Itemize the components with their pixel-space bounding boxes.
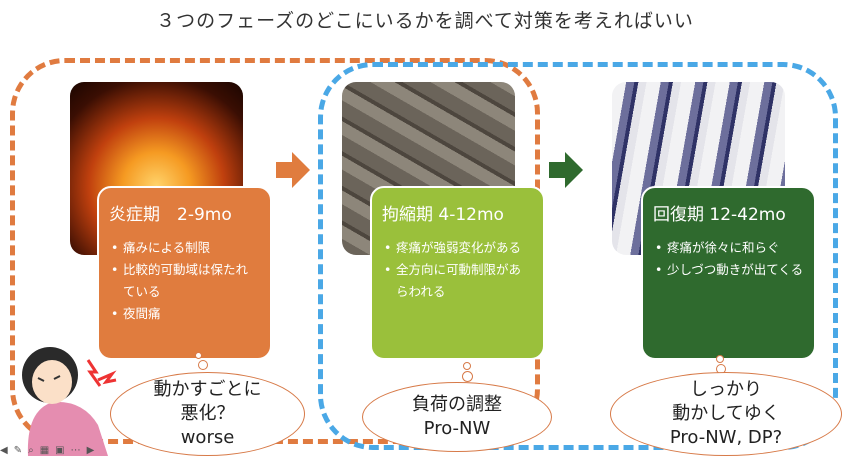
cloud-line: 動かしてゆく xyxy=(672,403,780,424)
zoom-button[interactable]: ⌕ xyxy=(28,445,34,456)
cloud-line: 動かすごとに xyxy=(153,379,262,400)
presentation-toolbar: ◀ ✎ ⌕ ▦ ▣ ⋯ ▶ xyxy=(0,445,94,456)
screen-button[interactable]: ▣ xyxy=(55,445,65,456)
slides-grid-button[interactable]: ▦ xyxy=(39,445,50,456)
bullet: 夜間痛 xyxy=(109,303,260,325)
pen-tool-button[interactable]: ✎ xyxy=(13,445,23,456)
thought-bubble-dot xyxy=(716,355,724,363)
blue-dashed-frame xyxy=(318,62,838,450)
woman-shoulder-pain-illustration xyxy=(22,347,117,456)
prev-slide-button[interactable]: ◀ xyxy=(0,445,8,456)
phase-title: 回復期 12-42mo xyxy=(653,205,786,225)
thought-bubble-dot xyxy=(198,360,208,370)
thought-bubble-dot xyxy=(462,371,473,382)
thought-cloud: 動かすごとに 悪化？ worse xyxy=(110,372,305,456)
cloud-line: しっかり xyxy=(689,379,762,400)
slide-title: ３つのフェーズのどこにいるかを調べて対策を考えればいい xyxy=(156,10,694,32)
phase-card-frozen: 拘縮期 4-12mo 疼痛が強弱変化がある 全方向に可動制限があらわれる xyxy=(370,186,545,360)
phase-card-inflammation: 炎症期 2-9mo 痛みによる制限 比較的可動域は保たれている 夜間痛 xyxy=(97,186,272,360)
cloud-line: 負荷の調整 xyxy=(412,394,502,415)
phase-card-recovery: 回復期 12-42mo 疼痛が徐々に和らぐ 少しづつ動きが出てくる xyxy=(641,186,816,360)
thought-cloud: しっかり 動かしてゆく Pro-NW, DP? xyxy=(610,372,842,456)
thought-bubble-dot xyxy=(463,362,471,370)
phase-title: 炎症期 2-9mo xyxy=(109,205,232,225)
cloud-line: Pro-NW, DP? xyxy=(669,427,783,448)
thought-cloud: 負荷の調整 Pro-NW xyxy=(362,382,552,452)
thought-bubble-dot xyxy=(195,352,202,359)
bullet: 全方向に可動制限があらわれる xyxy=(382,259,533,303)
bullet: 痛みによる制限 xyxy=(109,237,260,259)
phase-title: 拘縮期 4-12mo xyxy=(382,205,504,225)
bullet: 比較的可動域は保たれている xyxy=(109,259,260,303)
more-options-button[interactable]: ⋯ xyxy=(70,445,81,456)
bullet: 疼痛が強弱変化がある xyxy=(382,237,533,259)
cloud-line: 悪化？ xyxy=(180,403,235,424)
bullet: 少しづつ動きが出てくる xyxy=(653,259,804,281)
bullet: 疼痛が徐々に和らぐ xyxy=(653,237,804,259)
cloud-line: worse xyxy=(180,427,235,448)
next-slide-button[interactable]: ▶ xyxy=(86,445,95,456)
cloud-line: Pro-NW xyxy=(423,418,491,439)
